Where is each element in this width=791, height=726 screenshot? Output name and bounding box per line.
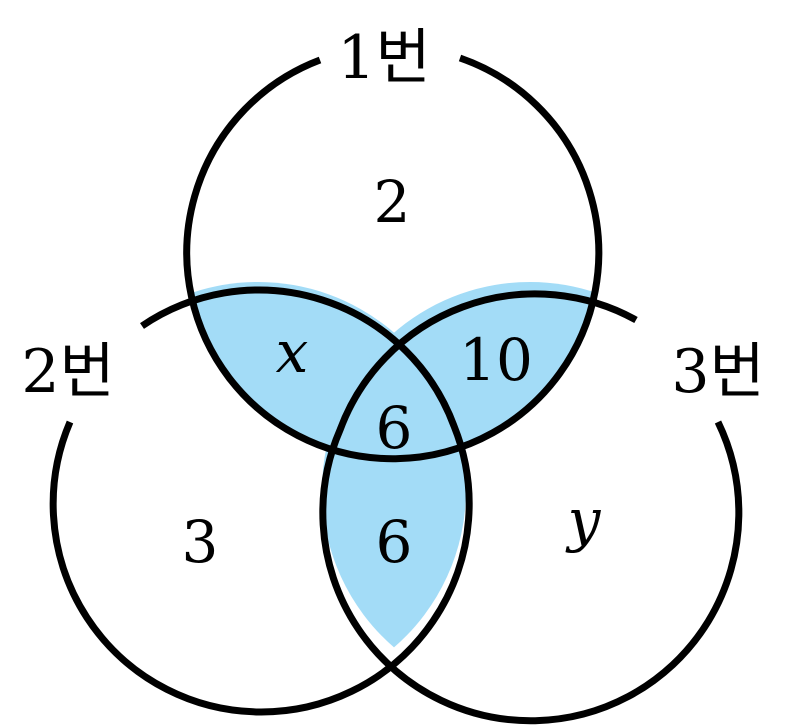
- set-2-label: 2번: [21, 337, 114, 407]
- set-1-circle: [183, 54, 603, 463]
- set-3-label: 3번: [671, 337, 764, 407]
- region-only-1-value: 2: [374, 168, 411, 236]
- set-1-label: 1번: [337, 23, 430, 93]
- region-2-and-3-value: 6: [376, 508, 413, 576]
- region-only-3-value: y: [565, 486, 602, 554]
- region-all-three-value: 6: [376, 394, 413, 462]
- region-only-2-value: 3: [182, 508, 219, 576]
- set-3-circle: [319, 290, 743, 725]
- set-2-circle: [49, 286, 473, 716]
- region-1-and-2-value: x: [276, 318, 309, 386]
- region-1-and-3-value: 10: [459, 326, 533, 394]
